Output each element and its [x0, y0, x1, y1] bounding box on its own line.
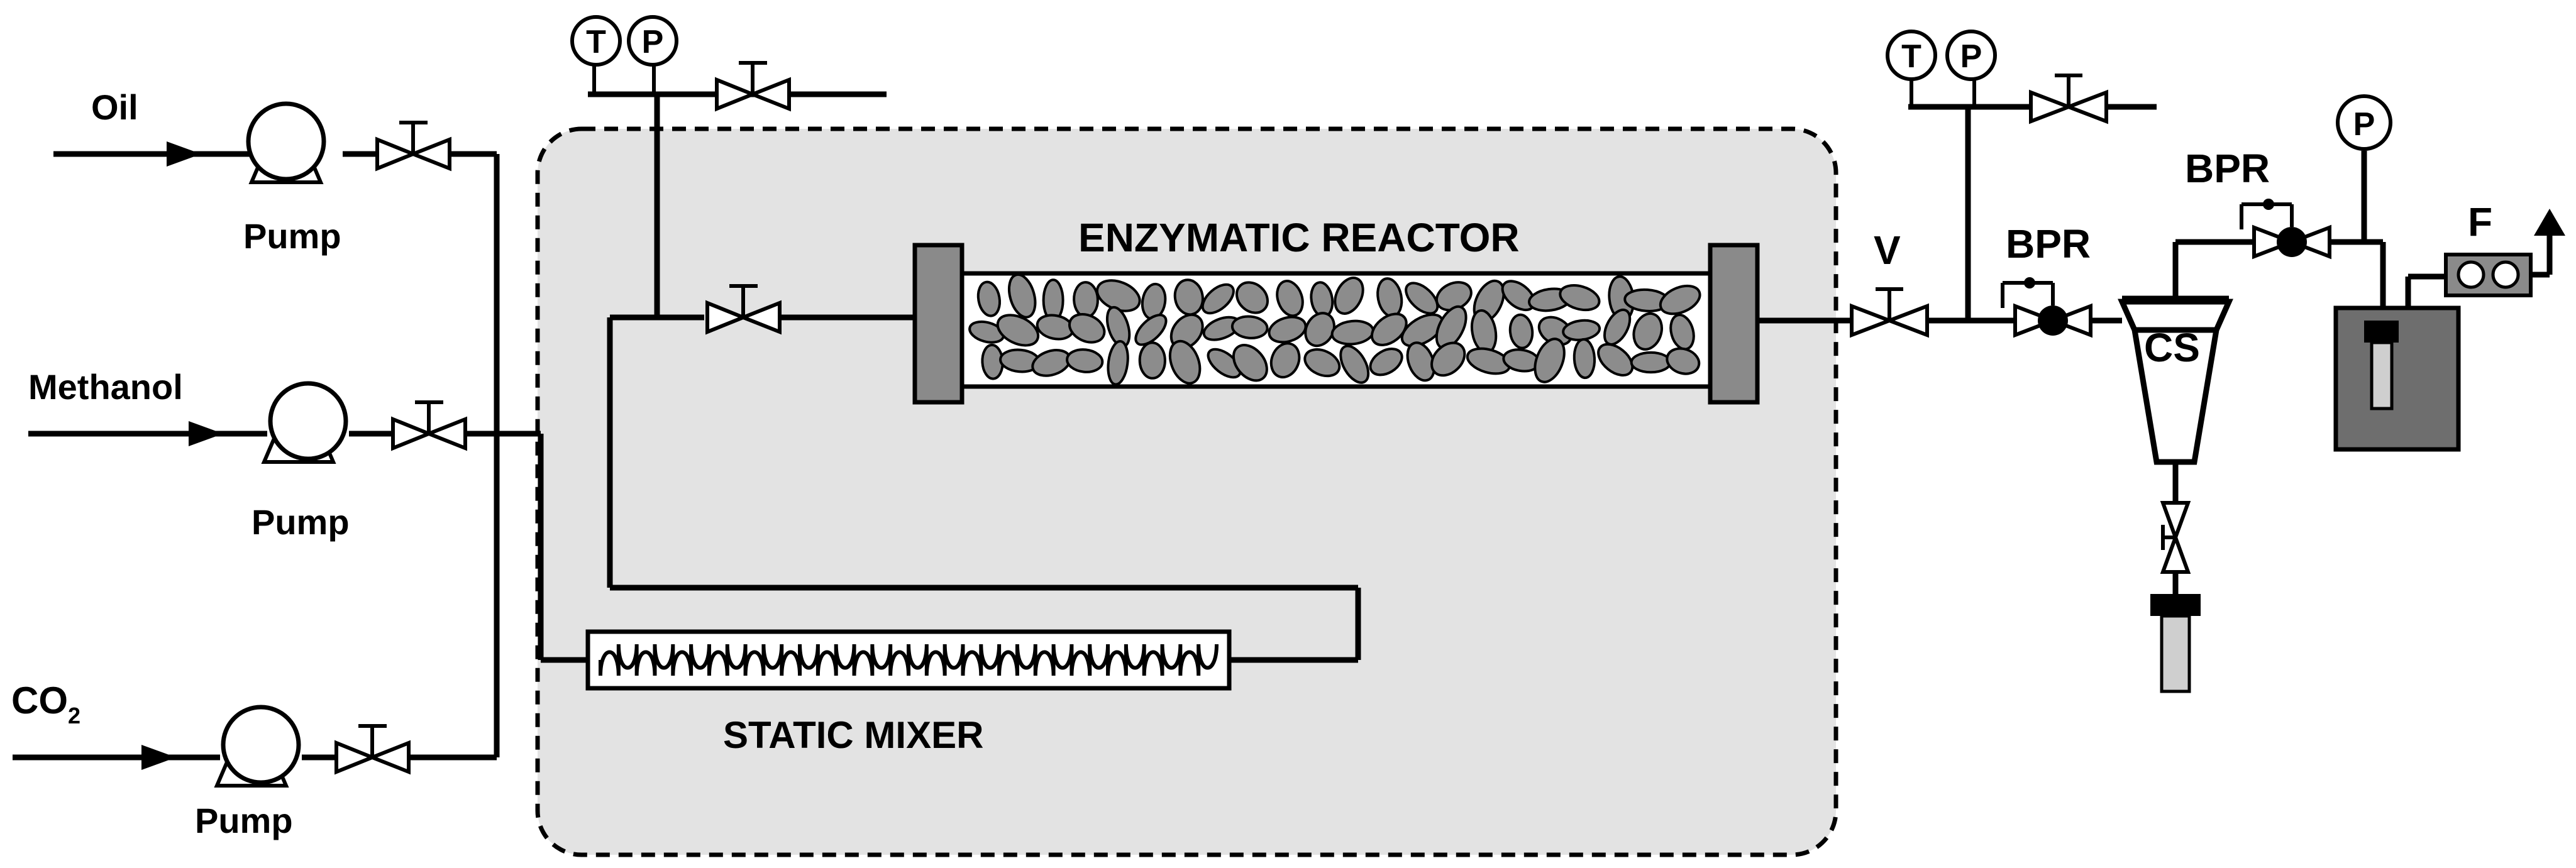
catalyst-particle	[1201, 283, 1235, 315]
bpr-2-label: BPR	[2185, 146, 2270, 191]
separator-drain-valve[interactable]	[2160, 462, 2191, 594]
co2-label: CO2	[11, 679, 80, 728]
catalyst-particle	[1207, 348, 1242, 379]
catalyst-particle	[1559, 284, 1601, 312]
flow-meter	[2444, 236, 2553, 297]
catalyst-particle	[1573, 338, 1596, 380]
methanol-inlet-valve[interactable]	[391, 400, 467, 451]
static-mixer	[585, 629, 1232, 691]
cyclone-separator[interactable]	[2118, 295, 2233, 465]
catalyst-particle	[1339, 344, 1370, 384]
catalyst-particle	[1235, 281, 1269, 314]
catalyst-particle	[1232, 344, 1268, 382]
downstream-p-label: P	[1960, 38, 1982, 75]
back-pressure-regulator-2[interactable]	[2240, 199, 2331, 260]
oil-pump[interactable]	[246, 101, 326, 184]
co2-feed-line	[13, 745, 497, 770]
downstream-pressure-gauge: P	[1945, 30, 1997, 81]
vent-arrow	[2534, 209, 2565, 236]
methanol-label: Methanol	[28, 367, 183, 407]
static-mixer-coil	[599, 644, 1219, 676]
methanol-pump-label: Pump	[252, 502, 350, 542]
downstream-t-label: T	[1901, 38, 1921, 75]
upstream-vent-valve[interactable]	[715, 61, 817, 112]
downstream-temperature-gauge: T	[1886, 30, 1937, 81]
catalyst-particle	[1138, 341, 1166, 380]
catalyst-particle	[1168, 339, 1202, 385]
separator-vapor-line	[2172, 239, 2383, 299]
reactor-outlet-flange	[1708, 243, 1760, 405]
product-pressure-gauge: P	[2336, 94, 2392, 242]
upstream-pressure-gauge: P	[627, 15, 678, 67]
downstream-vent-valve[interactable]	[2029, 74, 2108, 124]
catalyst-particle	[1107, 340, 1129, 386]
collection-vial	[2150, 594, 2201, 693]
catalyst-particle	[1134, 314, 1168, 346]
co2-pump[interactable]	[214, 705, 301, 788]
catalyst-particle	[1334, 277, 1364, 315]
catalyst-particle	[1303, 348, 1341, 378]
catalyst-particle	[1632, 312, 1663, 351]
methanol-pump[interactable]	[261, 381, 348, 464]
catalyst-particle	[1534, 338, 1566, 383]
catalyst-particle	[1269, 342, 1301, 379]
catalyst-particle	[1630, 351, 1672, 374]
bpr-1-label: BPR	[2006, 221, 2091, 266]
oil-pump-label: Pump	[243, 216, 341, 256]
static-mixer-label: STATIC MIXER	[723, 714, 983, 756]
catalyst-particle	[996, 314, 1040, 347]
catalyst-particle	[1068, 313, 1106, 344]
catalyst-particle	[1430, 341, 1466, 377]
reactor-inlet-flange	[912, 243, 965, 405]
f-label: F	[2468, 199, 2492, 244]
oil-label: Oil	[91, 87, 138, 127]
enzymatic-reactor-label: ENZYMATIC REACTOR	[1078, 215, 1520, 260]
catalyst-particle	[1066, 348, 1104, 373]
co2-inlet-valve[interactable]	[334, 724, 411, 775]
catalyst-particle	[976, 280, 1002, 317]
catalyst-particle	[1268, 316, 1307, 344]
catalyst-particle	[1405, 282, 1439, 315]
product-collection-vessel	[2333, 242, 2461, 452]
downstream-instrument-tap	[1908, 75, 2157, 321]
catalyst-particle	[1659, 284, 1701, 316]
catalyst-particle	[1369, 348, 1403, 376]
outlet-valve-v[interactable]	[1850, 287, 1929, 338]
catalyst-particle	[1666, 347, 1701, 375]
catalyst-particle	[1007, 273, 1037, 319]
oil-inlet-valve[interactable]	[375, 121, 451, 172]
valve-v-label: V	[1874, 228, 1901, 273]
upstream-temperature-gauge: T	[570, 15, 622, 67]
upstream-p-label: P	[642, 24, 664, 60]
product-p-label: P	[2353, 106, 2375, 143]
co2-pump-label: Pump	[195, 801, 293, 840]
catalyst-particle	[1276, 280, 1304, 317]
back-pressure-regulator-1[interactable]	[2001, 277, 2092, 338]
cs-label: CS	[2144, 325, 2200, 370]
catalyst-bed	[968, 273, 1701, 386]
catalyst-particle	[1370, 312, 1408, 346]
catalyst-particle	[1230, 315, 1269, 339]
catalyst-particle	[1073, 281, 1099, 319]
reactor-inlet-valve[interactable]	[705, 284, 782, 335]
methanol-to-mixer-line	[538, 434, 588, 663]
oil-feed-line	[53, 141, 500, 757]
catalyst-particle	[1508, 313, 1534, 349]
upstream-t-label: T	[586, 24, 606, 60]
enzymatic-reactor	[912, 243, 1760, 405]
catalyst-particle	[1597, 343, 1634, 376]
